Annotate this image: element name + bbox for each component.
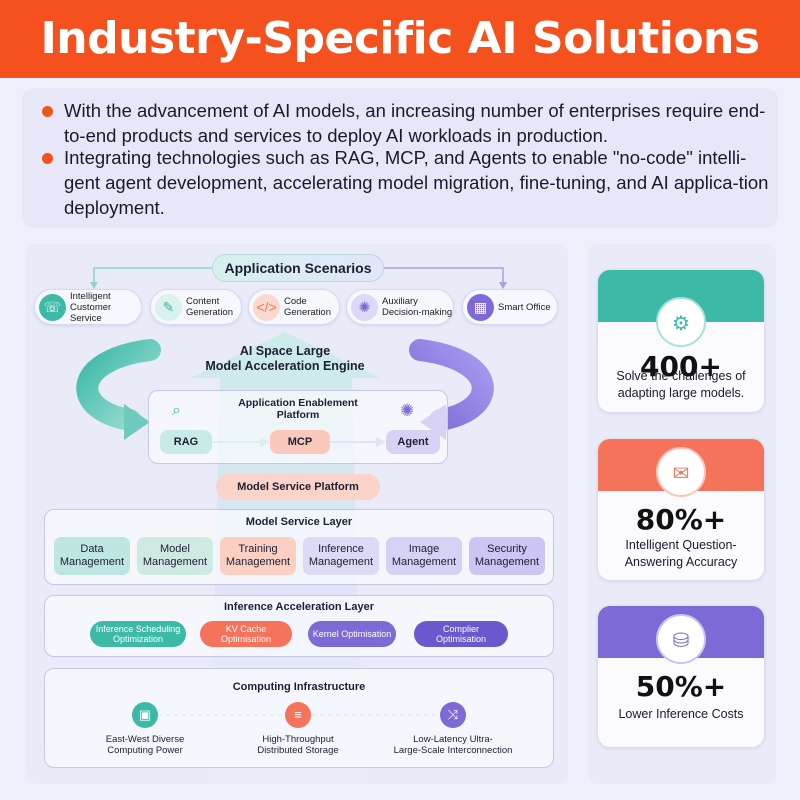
scenario-label: Smart Office (498, 301, 551, 313)
stat-label: Intelligent Question- Answering Accuracy (624, 538, 738, 569)
connector-right (384, 267, 504, 284)
headset-icon: ☏ (39, 294, 66, 321)
model-service-platform-badge: Model Service Platform (216, 474, 380, 500)
scenario-item: </> Code Generation (248, 289, 340, 325)
intro-bullet: Integrating technologies such as RAG, MC… (42, 145, 778, 220)
image-management-module: Image Management (386, 537, 462, 575)
security-management-module: Security Management (469, 537, 545, 575)
bullet-dot-icon (42, 106, 53, 117)
code-icon: </> (253, 294, 280, 321)
model-service-layer-title: Model Service Layer (245, 516, 353, 528)
inference-scheduling-chip: Inference Scheduling Optimization (90, 621, 186, 647)
page-title: Industry-Specific AI Solutions (40, 13, 760, 64)
intro-panel (22, 88, 778, 228)
title-banner (0, 0, 800, 78)
scenario-label: Auxiliary Decision-making (382, 296, 453, 318)
stat-card: ⛁ 50%+ Lower Inference Costs (598, 606, 764, 747)
computing-infrastructure-title: Computing Infrastructure (232, 681, 366, 693)
engine-label: AI Space Large Model Acceleration Engine (205, 344, 365, 373)
rag-chip: RAG (160, 430, 212, 454)
scenario-item: ▦ Smart Office (462, 289, 558, 325)
building-icon: ▦ (467, 294, 494, 321)
intro-bullet: With the advancement of AI models, an in… (42, 98, 778, 148)
chip-icon: ▣ (132, 702, 158, 728)
scenario-label: Content Generation (186, 296, 234, 318)
bullet-dot-icon (42, 153, 53, 164)
stat-card: ✉ 80%+ Intelligent Question- Answering A… (598, 439, 764, 580)
application-scenarios-title: Application Scenarios (212, 254, 384, 282)
stat-value: 50%+ (635, 670, 727, 703)
brain-icon: ✺ (351, 294, 378, 321)
scenario-item: ✎ Content Generation (150, 289, 242, 325)
inference-management-module: Inference Management (303, 537, 379, 575)
connector-left (93, 267, 212, 284)
computing-item-label: East-West Diverse Computing Power (105, 734, 185, 756)
brain-icon: ✺ (400, 401, 415, 420)
agent-chip: Agent (386, 430, 440, 454)
scenario-label: Code Generation (284, 296, 332, 318)
intro-bullet-text: Integrating technologies such as RAG, MC… (64, 147, 769, 218)
scenario-item: ✺ Auxiliary Decision-making (346, 289, 454, 325)
rag-search-icon: ⌕ (172, 402, 181, 419)
pen-icon: ✎ (155, 294, 182, 321)
intro-bullet-text: With the advancement of AI models, an in… (64, 100, 766, 146)
stat-label: Lower Inference Costs (618, 707, 744, 721)
database-icon: ≡ (285, 702, 311, 728)
chat-check-icon: ✉ (656, 447, 706, 497)
training-management-module: Training Management (220, 537, 296, 575)
network-icon: ⤨ (440, 702, 466, 728)
scenario-label: Intelligent Customer Service (70, 290, 112, 324)
kv-cache-chip: KV Cache Optimisation (200, 621, 292, 647)
enablement-platform-title: Application Enablement Platform (238, 397, 358, 421)
cost-down-icon: ⛁ (656, 614, 706, 664)
computing-item-label: High-Throughput Distributed Storage (257, 734, 339, 756)
computing-item-label: Low-Latency Ultra- Large-Scale Interconn… (393, 734, 513, 756)
mcp-chip: MCP (270, 430, 330, 454)
kernel-optimisation-chip: Kernel Optimisation (308, 621, 396, 647)
inference-layer-title: Inference Acceleration Layer (224, 601, 374, 613)
team-gear-icon: ⚙ (656, 297, 706, 347)
stat-value: 80%+ (635, 503, 727, 536)
stat-value: 400+ (640, 350, 722, 383)
data-management-module: Data Management (54, 537, 130, 575)
stat-label: Solve the challenges of adapting large m… (616, 369, 746, 400)
compiler-optimisation-chip: Complier Optimisation (414, 621, 508, 647)
scenario-item: ☏ Intelligent Customer Service (34, 289, 142, 325)
model-management-module: Model Management (137, 537, 213, 575)
stat-card: ⚙ 400+ Solve the challenges of adapting … (598, 270, 764, 412)
